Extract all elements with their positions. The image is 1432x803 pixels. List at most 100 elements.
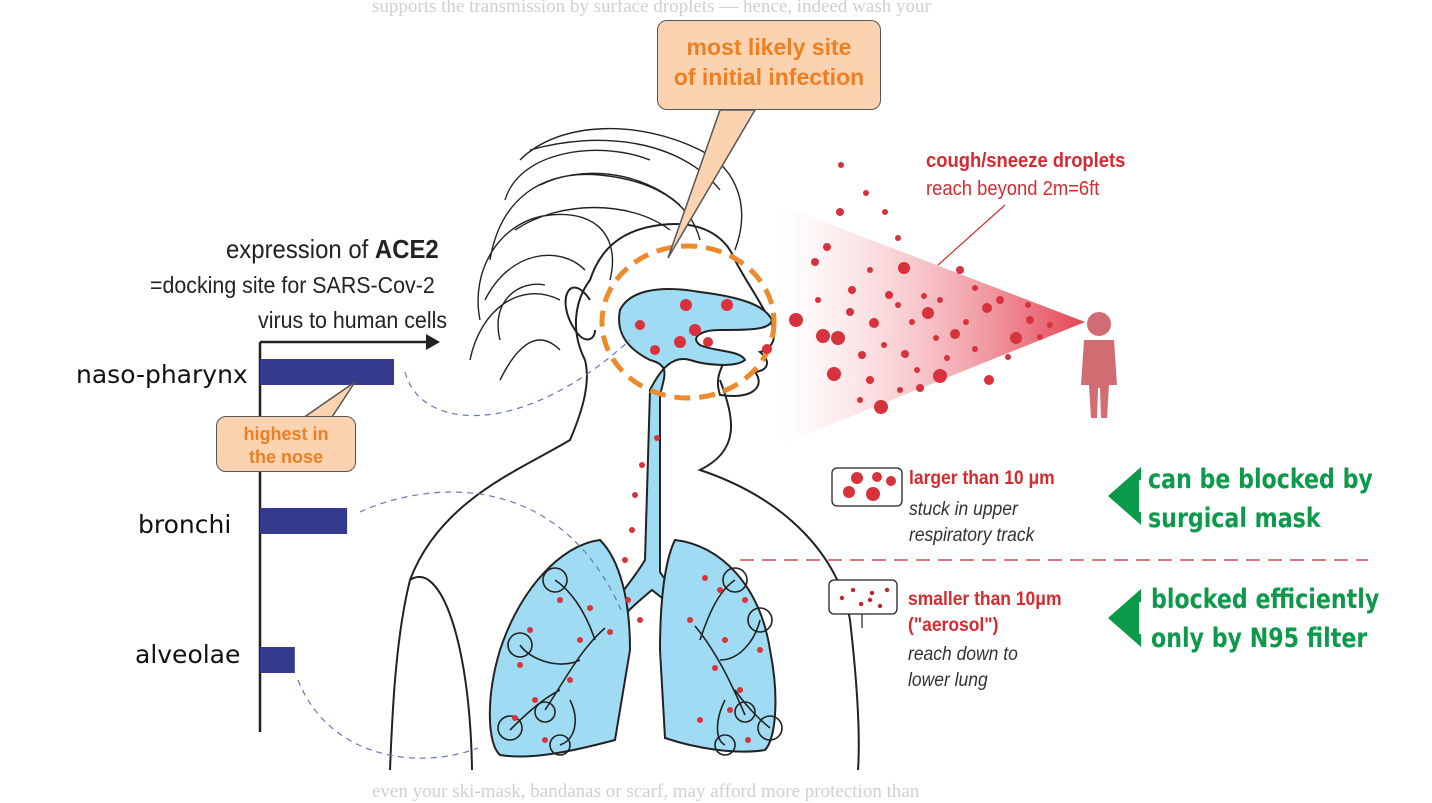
droplet-26 [863, 190, 869, 196]
droplet-11 [982, 303, 992, 313]
airway-droplet-23 [717, 587, 723, 593]
droplet-19 [848, 286, 856, 294]
droplet-38 [933, 335, 939, 341]
airway-droplet-20 [532, 697, 538, 703]
lung-right [658, 538, 777, 753]
droplet-34 [1037, 334, 1043, 340]
airway-droplet-32 [702, 575, 708, 581]
chart-axis-arrow [426, 334, 440, 350]
droplet-22 [811, 258, 819, 266]
nose-callout-tail [297, 381, 356, 421]
droplet-2 [831, 331, 845, 345]
droplet-40 [815, 297, 821, 303]
airway-droplet-1 [721, 299, 733, 311]
airway-droplet-34 [527, 627, 533, 633]
droplet-35 [881, 342, 887, 348]
n95-text: blocked efficiently only by N95 filter [1151, 580, 1379, 658]
small-label-line2: ("aerosol") [908, 614, 999, 636]
airway-droplet-16 [587, 605, 593, 611]
airway-droplet-6 [703, 337, 713, 347]
airway-droplet-14 [637, 617, 643, 623]
droplet-10 [950, 329, 960, 339]
droplet-0 [789, 313, 803, 327]
background-text-top: supports the transmission by surface dro… [372, 0, 931, 17]
ace2-line3: virus to human cells [258, 307, 448, 333]
infection-site-circle [599, 243, 777, 401]
droplet-15 [916, 384, 924, 392]
airway-droplet-13 [625, 597, 631, 603]
infection-callout-tail [667, 109, 757, 259]
airway-droplet-26 [712, 665, 718, 671]
airway-droplet-28 [727, 707, 733, 713]
small-particle-note: reach down to lower lung [908, 642, 1018, 693]
droplets-subtitle: reach beyond 2m=6ft [926, 178, 1100, 200]
green-arrow-upper [1108, 467, 1141, 525]
droplet-13 [885, 291, 893, 299]
droplet-14 [901, 350, 909, 358]
airway-droplet-10 [632, 492, 638, 498]
airway-droplet-22 [557, 597, 563, 603]
droplet-27 [882, 209, 888, 215]
droplet-4 [874, 400, 888, 414]
airway-droplet-33 [542, 737, 548, 743]
droplet-46 [857, 397, 863, 403]
droplet-41 [846, 308, 854, 316]
droplet-21 [866, 376, 874, 384]
airway-droplet-18 [567, 677, 573, 683]
large-note-line1: stuck in upper [909, 499, 1018, 520]
surgical-mask-line1: can be blocked by [1148, 464, 1373, 495]
bar-naso-pharynx [260, 359, 394, 385]
droplet-9 [1010, 332, 1022, 344]
droplet-7 [922, 307, 934, 319]
surgical-mask-text: can be blocked by surgical mask [1148, 460, 1373, 538]
bar-label-bronchi: bronchi [138, 510, 232, 539]
surgical-mask-line2: surgical mask [1148, 503, 1321, 535]
hair-scribble [469, 127, 743, 381]
connector-curves [297, 339, 631, 759]
airway-droplet-2 [635, 320, 645, 330]
airway-droplet-25 [722, 637, 728, 643]
bar-label-naso-pharynx: naso-pharynx [76, 360, 248, 389]
head-outline [574, 223, 776, 397]
droplet-25 [838, 162, 844, 168]
droplets-pointer [937, 204, 1006, 266]
droplet-36 [895, 302, 901, 308]
ace2-line2: =docking site for SARS-Cov-2 [150, 272, 435, 298]
droplet-43 [972, 285, 978, 291]
airway-droplet-5 [689, 324, 701, 336]
airway-droplet-0 [680, 299, 692, 311]
droplet-48 [937, 297, 943, 303]
spray-cone [780, 205, 1085, 445]
ace2-title-prefix: expression of [226, 234, 375, 264]
droplet-12 [869, 318, 879, 328]
droplet-6 [933, 369, 947, 383]
n95-line2: only by N95 filter [1151, 623, 1368, 655]
small-note-line2: lower lung [908, 669, 988, 691]
droplet-23 [823, 243, 831, 251]
bar-label-alveolae: alveolae [135, 640, 241, 669]
green-arrow-lower [1108, 589, 1141, 647]
ear-outline [564, 286, 596, 341]
airway-droplet-30 [757, 647, 763, 653]
nose-callout-line2: the nose [248, 447, 323, 468]
airway-droplet-21 [512, 715, 518, 721]
airway-droplet-8 [654, 435, 660, 441]
small-particle-label: smaller than 10μm ("aerosol") [908, 587, 1062, 638]
airway-droplet-29 [745, 737, 751, 743]
droplets-title: cough/sneeze droplets [926, 150, 1126, 172]
droplet-33 [1005, 354, 1011, 360]
airway-droplet-35 [697, 717, 703, 723]
droplet-3 [827, 367, 841, 381]
droplet-47 [897, 387, 903, 393]
bronchial-tree [497, 567, 783, 756]
large-note-line2: respiratory track [909, 524, 1035, 546]
large-particle-note: stuck in upper respiratory track [909, 497, 1034, 548]
airway-droplet-27 [737, 687, 743, 693]
nose-callout-line1: highest in [243, 424, 329, 444]
bar-bronchi [260, 508, 348, 534]
airway-droplet-17 [577, 637, 583, 643]
airway-droplet-12 [622, 557, 628, 563]
airway-droplet-3 [650, 345, 660, 355]
droplet-31 [944, 355, 950, 361]
droplet-42 [914, 367, 920, 373]
